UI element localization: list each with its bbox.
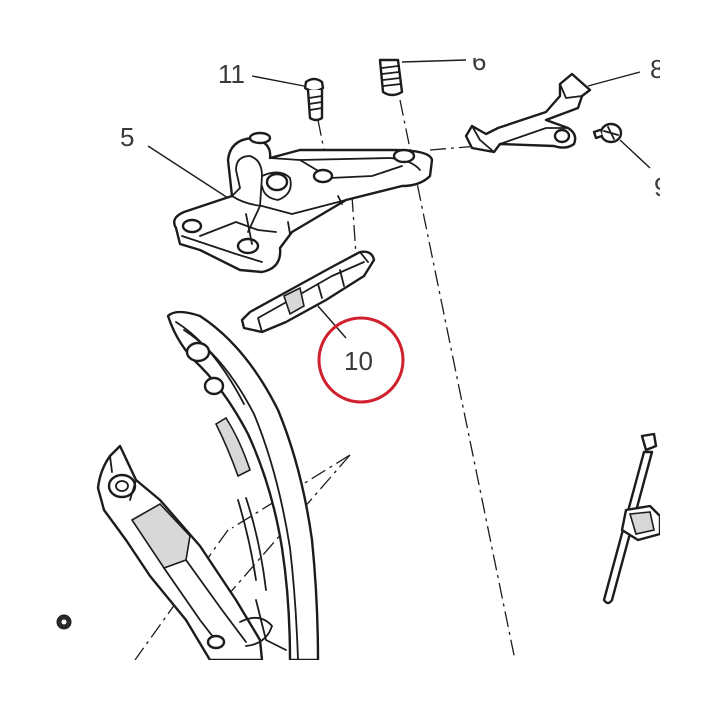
part-5-bracket	[173, 131, 434, 274]
part-10-guide	[240, 250, 376, 334]
leader-6	[401, 59, 467, 63]
lower-arm-small	[96, 444, 273, 662]
leader-9	[619, 139, 651, 169]
leader-11	[251, 75, 305, 87]
part-9-screw	[592, 122, 623, 144]
leader-5	[147, 145, 229, 199]
callout-5: 5	[120, 122, 134, 152]
axis-stud-6	[399, 99, 516, 661]
small-fastener-left	[56, 614, 72, 630]
part-11-bolt	[303, 77, 325, 122]
callout-11: 11	[218, 59, 245, 89]
bottom-crop-mask	[0, 660, 720, 720]
callout-10: 10	[344, 346, 373, 376]
part-6-stud	[378, 58, 404, 97]
part-8-clip	[464, 72, 592, 154]
leader-lines	[147, 59, 651, 339]
highlight-circle	[317, 316, 405, 404]
cable-tie	[602, 432, 669, 605]
top-crop-mask	[0, 0, 720, 58]
lower-arm-large	[166, 310, 320, 662]
right-crop-mask	[660, 0, 720, 720]
leader-8	[587, 71, 641, 87]
axis-guide-10	[351, 195, 357, 256]
leader-10	[317, 305, 347, 339]
